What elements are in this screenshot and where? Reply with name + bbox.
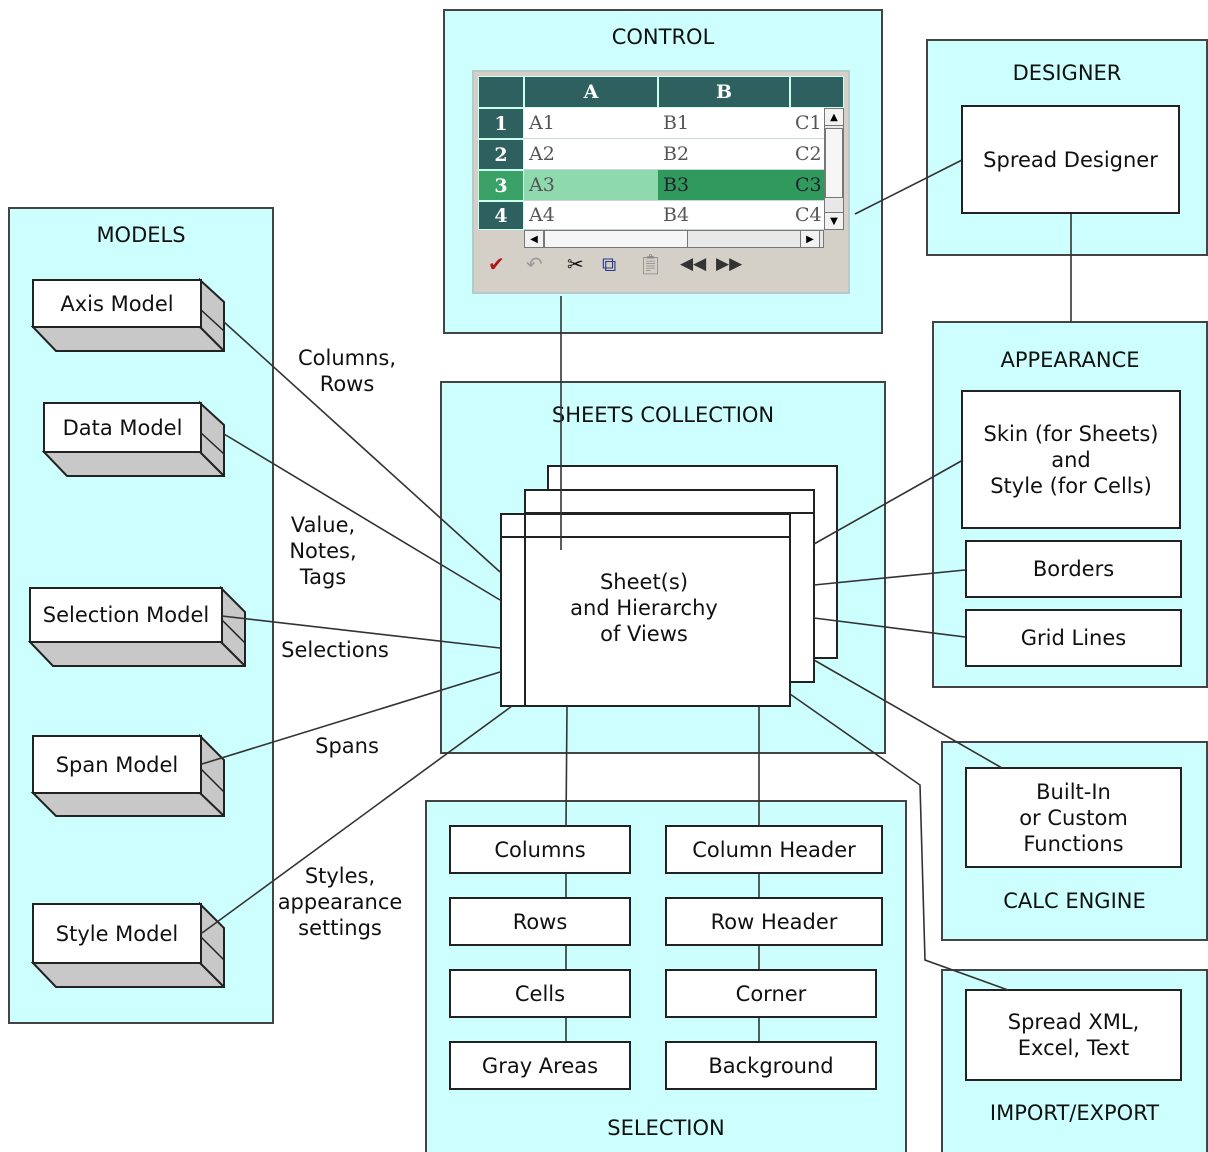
cell-c3[interactable]: C3 bbox=[790, 170, 824, 201]
spreadsheet-control[interactable]: A B 1 A1 B1 C1 2 A2 B2 C2 3 A3 B3 C3 4 A… bbox=[472, 70, 850, 294]
cell-b1[interactable]: B1 bbox=[658, 108, 790, 139]
styles-appearance-label: Styles, appearance settings bbox=[277, 864, 403, 940]
spread-designer-box: Spread Designer bbox=[961, 105, 1180, 214]
cell-b4[interactable]: B4 bbox=[658, 201, 790, 230]
grid-lines-box: Grid Lines bbox=[965, 609, 1182, 667]
vertical-scroll-thumb[interactable] bbox=[825, 128, 843, 198]
cell-c1[interactable]: C1 bbox=[790, 108, 824, 139]
selection-rows-box: Rows bbox=[449, 897, 631, 946]
spans-label: Spans bbox=[315, 734, 379, 758]
row-header-4[interactable]: 4 bbox=[478, 201, 524, 230]
calc-engine-title: CALC ENGINE bbox=[1003, 889, 1146, 913]
selection-cells-box: Cells bbox=[449, 969, 631, 1018]
cell-a4[interactable]: A4 bbox=[524, 201, 658, 230]
selection-corner-box: Corner bbox=[665, 969, 877, 1018]
borders-box: Borders bbox=[965, 540, 1182, 598]
check-icon[interactable]: ✔ bbox=[488, 252, 505, 276]
columns-rows-label: Columns, Rows bbox=[297, 346, 397, 396]
sheets-collection-title: SHEETS COLLECTION bbox=[551, 403, 775, 427]
cell-a1[interactable]: A1 bbox=[524, 108, 658, 139]
selection-model-label: Selection Model bbox=[29, 587, 223, 643]
corner-header[interactable] bbox=[478, 76, 524, 108]
cell-c2[interactable]: C2 bbox=[790, 139, 824, 170]
column-header-a[interactable]: A bbox=[524, 76, 658, 108]
copy-icon[interactable]: ⧉ bbox=[602, 252, 617, 276]
selection-columns-box: Columns bbox=[449, 825, 631, 874]
axis-model-label: Axis Model bbox=[32, 279, 202, 328]
span-model-label: Span Model bbox=[32, 735, 202, 794]
undo-icon[interactable]: ↶ bbox=[526, 252, 543, 276]
models-title: MODELS bbox=[96, 223, 186, 247]
sheet-card-front bbox=[500, 513, 791, 707]
selection-background-box: Background bbox=[665, 1041, 877, 1090]
selection-column-header-box: Column Header bbox=[665, 825, 883, 874]
row-header-3[interactable]: 3 bbox=[478, 170, 524, 201]
cell-c4[interactable]: C4 bbox=[790, 201, 824, 230]
axis-model-box: Axis Model bbox=[30, 277, 226, 353]
horizontal-scroll-thumb[interactable] bbox=[544, 230, 688, 248]
selection-row-header-box: Row Header bbox=[665, 897, 883, 946]
appearance-title: APPEARANCE bbox=[1000, 348, 1140, 372]
scroll-down-button[interactable]: ▼ bbox=[824, 212, 844, 230]
control-title: CONTROL bbox=[611, 25, 715, 49]
span-model-box: Span Model bbox=[30, 733, 226, 818]
cell-a3[interactable]: A3 bbox=[524, 170, 658, 201]
value-notes-tags-label: Value, Notes, Tags bbox=[289, 513, 357, 589]
cell-a2[interactable]: A2 bbox=[524, 139, 658, 170]
column-header-c[interactable] bbox=[790, 76, 844, 108]
cell-b2[interactable]: B2 bbox=[658, 139, 790, 170]
style-model-label: Style Model bbox=[32, 903, 202, 964]
data-model-label: Data Model bbox=[43, 402, 202, 453]
sheets-hierarchy-label: Sheet(s) and Hierarchy of Views bbox=[570, 570, 718, 646]
cut-icon[interactable]: ✂ bbox=[567, 252, 584, 276]
column-header-b[interactable]: B bbox=[658, 76, 790, 108]
designer-title: DESIGNER bbox=[1012, 61, 1122, 85]
rewind-icon[interactable]: ◀◀ bbox=[680, 254, 707, 274]
selection-gray-areas-box: Gray Areas bbox=[449, 1041, 631, 1090]
selections-label: Selections bbox=[281, 638, 389, 662]
fast-forward-icon[interactable]: ▶▶ bbox=[716, 254, 743, 274]
import-export-title: IMPORT/EXPORT bbox=[989, 1101, 1160, 1125]
selection-title: SELECTION bbox=[607, 1116, 725, 1140]
style-model-box: Style Model bbox=[30, 901, 226, 989]
spread-xml-box: Spread XML, Excel, Text bbox=[965, 989, 1182, 1081]
functions-box: Built-In or Custom Functions bbox=[965, 767, 1182, 868]
scroll-right-button[interactable]: ▶ bbox=[800, 230, 820, 248]
row-header-1[interactable]: 1 bbox=[478, 108, 524, 139]
scroll-left-button[interactable]: ◀ bbox=[524, 230, 544, 248]
cell-b3[interactable]: B3 bbox=[658, 170, 790, 201]
scroll-up-button[interactable]: ▲ bbox=[824, 108, 844, 126]
row-header-2[interactable]: 2 bbox=[478, 139, 524, 170]
data-model-box: Data Model bbox=[41, 400, 226, 478]
paste-icon[interactable]: 📋︎ bbox=[638, 252, 664, 276]
skin-style-box: Skin (for Sheets) and Style (for Cells) bbox=[961, 390, 1181, 529]
selection-model-box: Selection Model bbox=[27, 585, 247, 668]
